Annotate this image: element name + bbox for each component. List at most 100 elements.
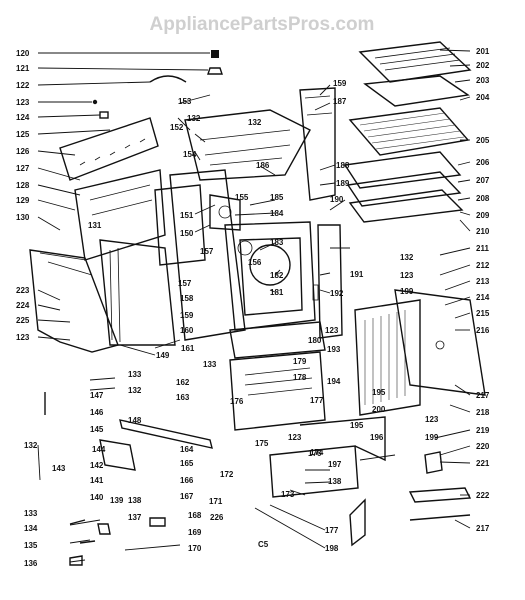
label-145: 145: [90, 425, 104, 434]
label-138: 138: [128, 496, 142, 505]
label-135: 135: [24, 541, 38, 550]
right-side-panel: [299, 87, 336, 201]
part-136-icon: [69, 555, 83, 566]
label-198: 198: [325, 544, 339, 553]
label-134: 134: [24, 524, 38, 533]
label-167: 167: [180, 492, 194, 501]
label-123f: 123: [325, 326, 339, 335]
rear-wall-panel: [394, 289, 486, 396]
label-130: 130: [16, 213, 30, 222]
label-190: 190: [330, 195, 344, 204]
part-219-icon: [424, 451, 443, 474]
part-122-icon: [149, 75, 187, 83]
label-148: 148: [128, 416, 142, 425]
label-132d: 132: [400, 253, 414, 262]
label-175: 175: [255, 439, 269, 448]
label-202: 202: [476, 61, 490, 70]
rear-frame: [74, 169, 166, 261]
label-132f: 132: [248, 118, 262, 127]
burner-box-ribs: [199, 129, 291, 166]
label-214: 214: [476, 293, 490, 302]
leader-lines: [37, 49, 471, 563]
label-176a: 176: [230, 397, 244, 406]
bracket-155: [209, 194, 241, 231]
label-128: 128: [16, 181, 30, 190]
label-133a: 133: [128, 370, 142, 379]
label-125: 125: [16, 130, 30, 139]
broiler-pan-top-bars: [374, 47, 461, 71]
label-120: 120: [16, 49, 30, 58]
label-141: 141: [90, 476, 104, 485]
door-liner: [154, 184, 206, 266]
part-222-icon: [408, 487, 472, 503]
label-133c: 133: [203, 360, 217, 369]
label-123a: 123: [16, 98, 30, 107]
rear-wall-hole: [435, 340, 445, 350]
label-205: 205: [476, 136, 490, 145]
label-136: 136: [24, 559, 38, 568]
label-217a: 217: [476, 391, 490, 400]
label-177a: 177: [310, 396, 324, 405]
label-122: 122: [16, 81, 30, 90]
label-170: 170: [188, 544, 202, 553]
watermark-text: AppliancePartsPros.com: [150, 14, 375, 35]
label-124: 124: [16, 113, 30, 122]
label-139: 139: [110, 496, 124, 505]
label-207: 207: [476, 176, 490, 185]
label-182: 182: [270, 271, 284, 280]
label-185: 185: [270, 193, 284, 202]
burner-valve-assy: [99, 439, 136, 471]
storage-drawer-body: [299, 416, 386, 462]
label-216: 216: [476, 326, 490, 335]
broiler-drawer-2: [346, 171, 462, 207]
oven-frame-outer: [224, 221, 316, 331]
label-137: 137: [128, 513, 142, 522]
side-panel-159: [99, 239, 176, 346]
label-147: 147: [90, 391, 104, 400]
part-124-icon: [99, 111, 109, 119]
label-180: 180: [308, 336, 322, 345]
broiler-pan-top: [358, 41, 472, 83]
label-181: 181: [270, 288, 284, 297]
label-221: 221: [476, 459, 490, 468]
label-138b: 138: [328, 477, 342, 486]
oven-frame-inner: [239, 237, 303, 316]
oven-light-lens: [237, 240, 253, 256]
label-184: 184: [270, 209, 284, 218]
label-183: 183: [270, 238, 284, 247]
label-187: 187: [333, 97, 347, 106]
oven-front-frame: [169, 169, 246, 341]
label-123b: 123: [16, 333, 30, 342]
part-135-icon: [79, 540, 96, 544]
backguard-slots: [79, 138, 146, 166]
part-123-icon: [92, 99, 98, 105]
label-188: 188: [336, 161, 350, 170]
label-168: 168: [188, 511, 202, 520]
label-176b: 176: [308, 449, 322, 458]
label-142: 142: [90, 461, 104, 470]
label-150: 150: [180, 229, 194, 238]
label-149: 149: [156, 351, 170, 360]
label-204: 204: [476, 93, 490, 102]
label-171: 171: [209, 497, 223, 506]
label-121: 121: [16, 64, 30, 73]
label-224: 224: [16, 301, 30, 310]
label-157a: 157: [200, 247, 214, 256]
label-132c: 132: [187, 114, 201, 123]
label-177b: 177: [325, 526, 339, 535]
oven-back-panel-ribs: [364, 310, 406, 405]
oven-cavity-post: [312, 284, 319, 301]
label-155: 155: [235, 193, 249, 202]
label-199a: 199: [400, 287, 414, 296]
label-178: 178: [293, 373, 307, 382]
label-123c: 123: [288, 433, 302, 442]
label-193: 193: [327, 345, 341, 354]
label-163: 163: [176, 393, 190, 402]
burner-box: [184, 109, 311, 181]
label-219: 219: [476, 426, 490, 435]
label-140: 140: [90, 493, 104, 502]
label-206: 206: [476, 158, 490, 167]
label-143: 143: [52, 464, 66, 473]
label-186: 186: [256, 161, 270, 170]
